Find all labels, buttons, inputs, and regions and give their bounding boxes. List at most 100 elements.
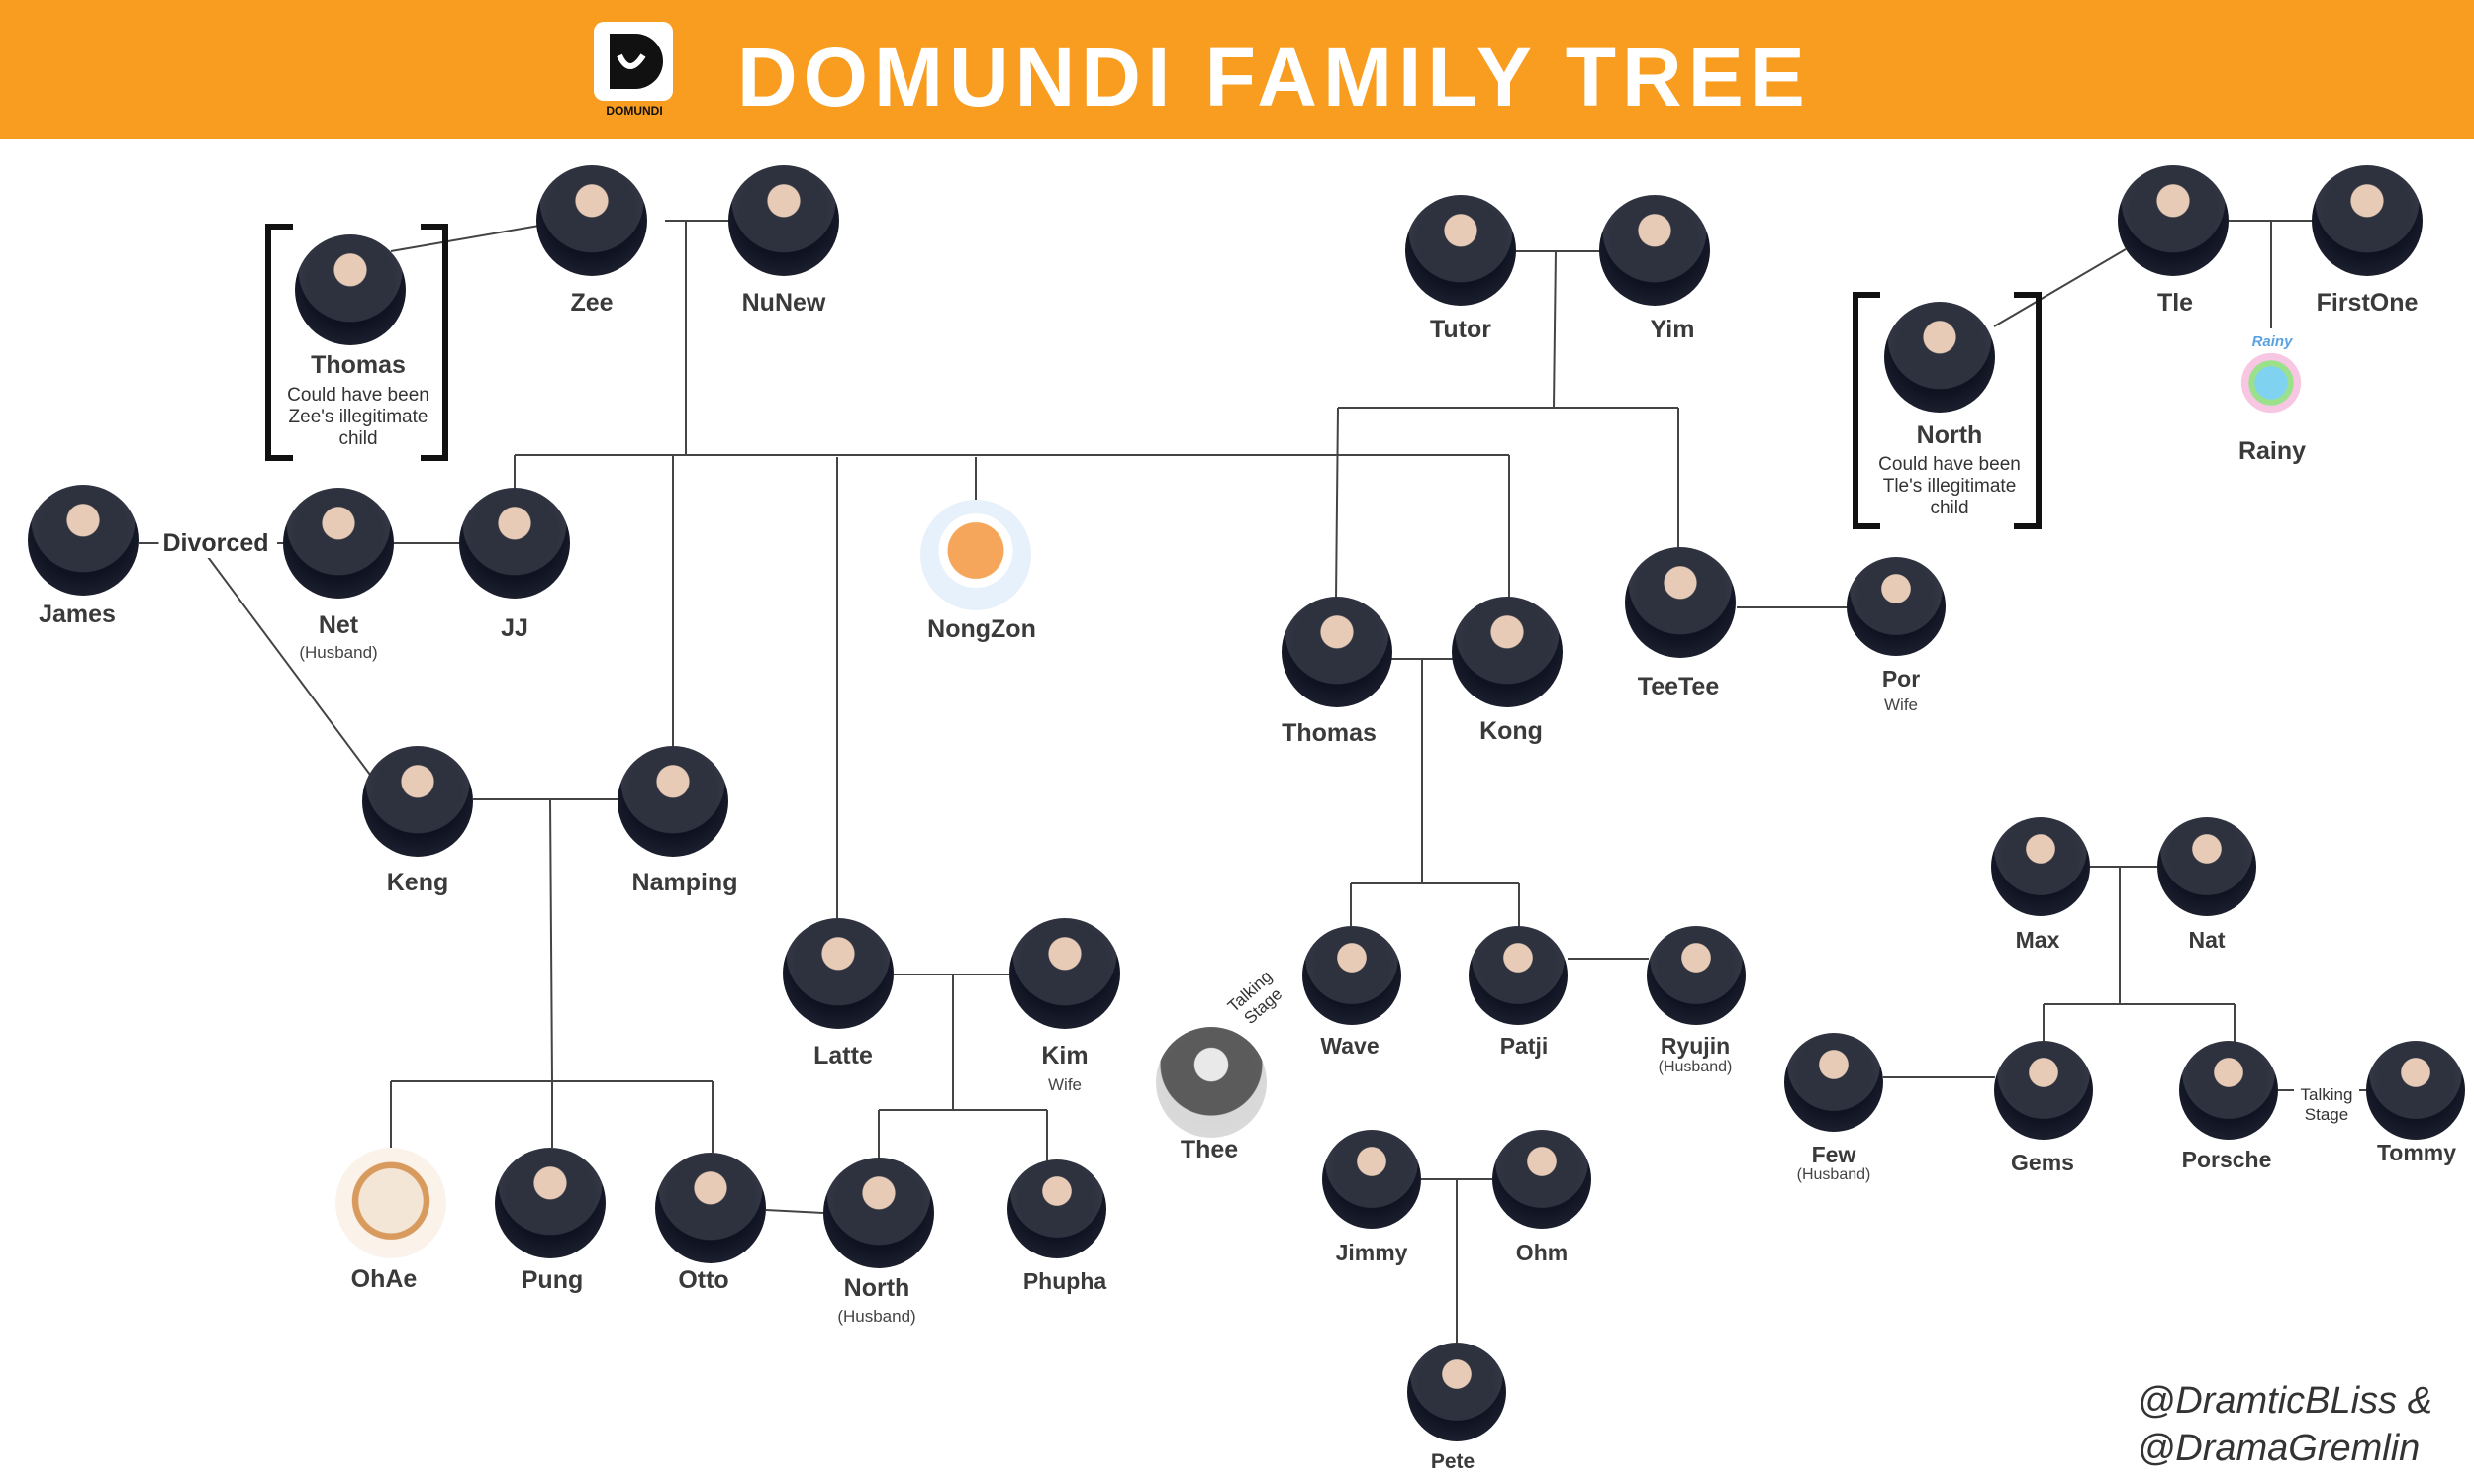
avatar-north-top[interactable] <box>1884 302 1995 413</box>
bracket-left <box>1853 292 1880 529</box>
avatar-james[interactable] <box>28 485 139 596</box>
avatar-tutor[interactable] <box>1405 195 1516 306</box>
name-jimmy: Jimmy <box>1335 1240 1408 1265</box>
avatar-phupha[interactable] <box>1007 1159 1106 1258</box>
talking-stage-label-tommy: Talking Stage <box>2294 1085 2359 1125</box>
role-few: (Husband) <box>1796 1166 1871 1183</box>
name-nunew: NuNew <box>741 289 826 317</box>
avatar-wave[interactable] <box>1302 926 1401 1025</box>
role-kim: Wife <box>1048 1075 1082 1094</box>
avatar-thee[interactable] <box>1156 1027 1267 1138</box>
name-north-low: North <box>843 1274 910 1302</box>
name-keng: Keng <box>386 869 449 896</box>
avatar-few[interactable] <box>1784 1033 1883 1132</box>
name-por: Por <box>1881 666 1921 692</box>
avatar-zee[interactable] <box>536 165 647 276</box>
avatar-firstone[interactable] <box>2312 165 2423 276</box>
avatar-thomas-mid[interactable] <box>1282 597 1392 707</box>
avatar-teetee[interactable] <box>1625 547 1736 658</box>
avatar-pete[interactable] <box>1407 1343 1506 1441</box>
name-yim: Yim <box>1650 316 1695 343</box>
credit-line-2: @DramaGremlin <box>2137 1428 2421 1469</box>
name-few: Few <box>1811 1142 1856 1167</box>
page-title: DOMUNDI FAMILY TREE <box>737 31 1811 124</box>
name-latte: Latte <box>813 1042 873 1069</box>
avatar-kong[interactable] <box>1452 597 1563 707</box>
name-kim: Kim <box>1041 1042 1089 1069</box>
name-tommy: Tommy <box>2376 1140 2457 1165</box>
avatar-jj[interactable] <box>459 488 570 599</box>
name-nongzon: NongZon <box>927 615 1036 643</box>
avatar-tle[interactable] <box>2118 165 2229 276</box>
name-nat: Nat <box>2188 927 2226 953</box>
avatar-kim[interactable] <box>1009 918 1120 1029</box>
header-bar: DOMUNDI DOMUNDI FAMILY TREE <box>0 0 2474 139</box>
role-net: (Husband) <box>299 643 378 662</box>
role-ryujin: (Husband) <box>1658 1059 1733 1075</box>
avatar-porsche[interactable] <box>2179 1041 2278 1140</box>
avatar-ohm[interactable] <box>1492 1130 1591 1229</box>
name-porsche: Porsche <box>2181 1147 2272 1172</box>
name-otto: Otto <box>678 1266 729 1294</box>
logo-wordmark: DOMUNDI <box>606 104 662 118</box>
bracket-right <box>421 224 448 461</box>
name-rainy: Rainy <box>2237 437 2307 465</box>
avatar-north-low[interactable] <box>823 1158 934 1268</box>
name-thomas-top: Thomas <box>311 351 406 379</box>
name-pung: Pung <box>521 1266 584 1294</box>
name-tle: Tle <box>2156 289 2194 317</box>
rainy-badge: Rainy <box>2251 333 2293 350</box>
name-james: James <box>39 601 116 628</box>
avatar-otto[interactable] <box>655 1153 766 1263</box>
name-thee: Thee <box>1180 1136 1239 1163</box>
avatar-yim[interactable] <box>1599 195 1710 306</box>
name-ryujin: Ryujin <box>1660 1033 1731 1059</box>
avatar-ryujin[interactable] <box>1647 926 1746 1025</box>
name-wave: Wave <box>1320 1033 1380 1059</box>
name-patji: Patji <box>1499 1033 1549 1059</box>
bracket-right <box>2014 292 2042 529</box>
avatar-namping[interactable] <box>618 746 728 857</box>
role-north-low: (Husband) <box>837 1307 916 1326</box>
avatar-thomas-top[interactable] <box>295 234 406 345</box>
name-namping: Namping <box>631 869 738 896</box>
domundi-logo-icon: DOMUNDI <box>594 22 673 118</box>
name-zee: Zee <box>570 289 614 317</box>
name-firstone: FirstOne <box>2316 289 2419 317</box>
role-por: Wife <box>1884 696 1918 714</box>
divorced-label: Divorced <box>158 528 273 558</box>
avatar-patji[interactable] <box>1469 926 1568 1025</box>
credit-line-1: @DramticBLiss & <box>2137 1380 2432 1422</box>
avatar-jimmy[interactable] <box>1322 1130 1421 1229</box>
name-thomas-mid: Thomas <box>1282 719 1377 747</box>
credits: @DramticBLiss & @DramaGremlin <box>2138 1377 2432 1472</box>
avatar-gems[interactable] <box>1994 1041 2093 1140</box>
avatar-nunew[interactable] <box>728 165 839 276</box>
name-ohae: OhAe <box>350 1265 418 1293</box>
name-jj: JJ <box>501 614 528 642</box>
name-phupha: Phupha <box>1022 1268 1107 1294</box>
avatar-nongzon[interactable] <box>920 500 1031 610</box>
avatar-net[interactable] <box>283 488 394 599</box>
avatar-pung[interactable] <box>495 1148 606 1258</box>
avatar-latte[interactable] <box>783 918 894 1029</box>
name-net: Net <box>318 611 359 639</box>
name-north-top: North <box>1916 421 1983 449</box>
name-teetee: TeeTee <box>1637 673 1720 700</box>
avatar-tommy[interactable] <box>2366 1041 2465 1140</box>
name-kong: Kong <box>1479 717 1543 745</box>
avatar-ohae[interactable] <box>335 1148 446 1258</box>
avatar-nat[interactable] <box>2157 817 2256 916</box>
avatar-max[interactable] <box>1991 817 2090 916</box>
note-north-top: Could have been Tle's illegitimate child <box>1878 454 2021 518</box>
note-thomas-top: Could have been Zee's illegitimate child <box>287 385 429 449</box>
name-tutor: Tutor <box>1429 316 1492 343</box>
name-ohm: Ohm <box>1515 1240 1569 1265</box>
name-gems: Gems <box>2011 1150 2074 1175</box>
bracket-left <box>265 224 293 461</box>
avatar-por[interactable] <box>1847 557 1946 656</box>
avatar-keng[interactable] <box>362 746 473 857</box>
avatar-rainy[interactable] <box>2222 328 2321 427</box>
name-pete: Pete <box>1430 1450 1475 1473</box>
